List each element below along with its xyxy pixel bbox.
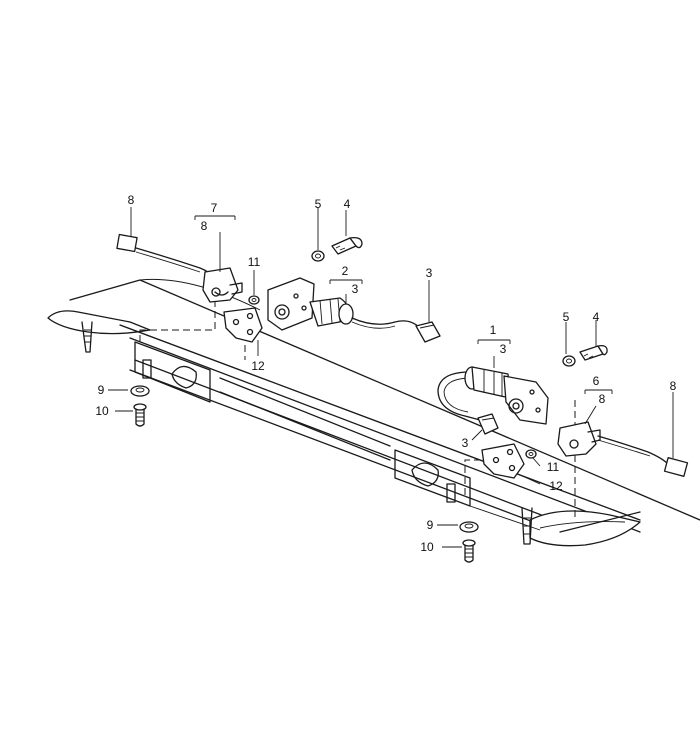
plate-12-top (223, 307, 263, 343)
washer-9-bottom (459, 521, 479, 533)
callout-1: 1 (490, 323, 497, 337)
callout-12-top: 12 (251, 359, 265, 373)
callout-7: 7 (211, 201, 218, 215)
callout-5-mid: 5 (563, 310, 570, 324)
callout-labels: 8 7 8 5 4 11 2 3 3 12 1 3 5 4 6 8 8 9 10… (95, 193, 676, 554)
callout-5-top: 5 (315, 197, 322, 211)
leader-lines (108, 207, 674, 548)
callout-3-under1: 3 (500, 342, 507, 356)
callout-8-right: 8 (670, 379, 677, 393)
callout-8-under7: 8 (201, 219, 208, 233)
callout-6: 6 (593, 374, 600, 388)
callout-8-left: 8 (128, 193, 135, 207)
washer-5-top (311, 250, 325, 262)
switch-left (202, 267, 243, 303)
connector-left (116, 233, 216, 279)
callout-3-lower: 3 (462, 436, 469, 450)
bolt-4-mid (579, 344, 608, 361)
callout-3-under2: 3 (352, 282, 359, 296)
washer-9-left (130, 385, 150, 397)
washer-11-lower (525, 449, 537, 459)
callout-9-left: 9 (98, 383, 105, 397)
switch-right (557, 421, 669, 465)
motor-top (267, 277, 421, 331)
bumper-bar (47, 278, 700, 547)
connector-3-lower (477, 413, 499, 435)
callout-10-left: 10 (95, 404, 109, 418)
callout-3-right-top: 3 (426, 266, 433, 280)
callout-9-bottom: 9 (427, 518, 434, 532)
callout-12-lower: 12 (549, 479, 563, 493)
connector-right (663, 457, 689, 477)
washer-5-mid (562, 355, 576, 367)
motor-right (437, 366, 549, 425)
callout-8-under6: 8 (599, 392, 606, 406)
bolt-4-top (331, 236, 363, 255)
screw-10-bottom (462, 539, 476, 563)
callout-4-top: 4 (344, 197, 351, 211)
washer-11-top (248, 295, 260, 305)
callout-11-top: 11 (248, 255, 261, 269)
plate-12-lower (481, 443, 525, 479)
screw-10-left (133, 403, 147, 427)
connector-3-top (415, 321, 441, 343)
callout-11-lower: 11 (547, 460, 560, 474)
callout-2: 2 (342, 264, 349, 278)
callout-4-mid: 4 (593, 310, 600, 324)
callout-10-bottom: 10 (420, 540, 434, 554)
